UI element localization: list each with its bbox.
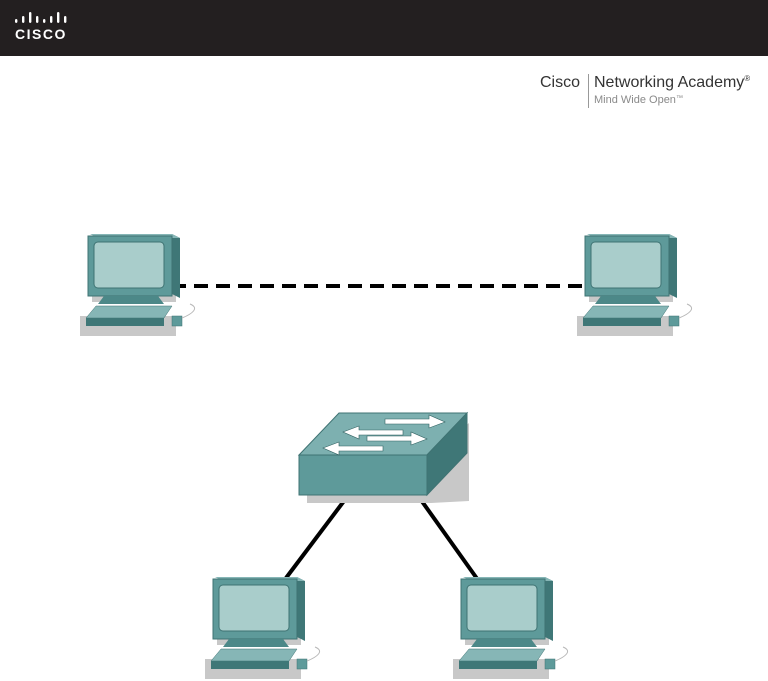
cisco-wordmark: CISCO [15,26,67,42]
pc-icon[interactable] [576,233,693,337]
academy-title: Networking Academy [594,74,745,91]
academy-divider [588,74,589,108]
academy-tagline: Mind Wide Open [594,94,676,106]
academy-title-line: Networking Academy® [594,75,750,91]
academy-tagline-line: Mind Wide Open™ [594,95,683,106]
cisco-bridge-icon [15,12,67,23]
pc-icon[interactable] [79,233,196,337]
pc-icon[interactable] [204,576,321,680]
networking-academy-logo: Cisco Networking Academy® Mind Wide Open… [540,74,768,114]
link-switch-pc4 [414,491,480,582]
academy-brand: Cisco [540,74,581,91]
trademark-mark: ™ [675,95,683,102]
pc-icon[interactable] [452,576,569,680]
cisco-logo: CISCO [14,12,74,46]
switch-icon[interactable] [298,412,470,504]
registered-mark: ® [744,74,751,83]
header-bar: CISCO [0,0,768,56]
link-switch-pc3 [284,491,352,580]
